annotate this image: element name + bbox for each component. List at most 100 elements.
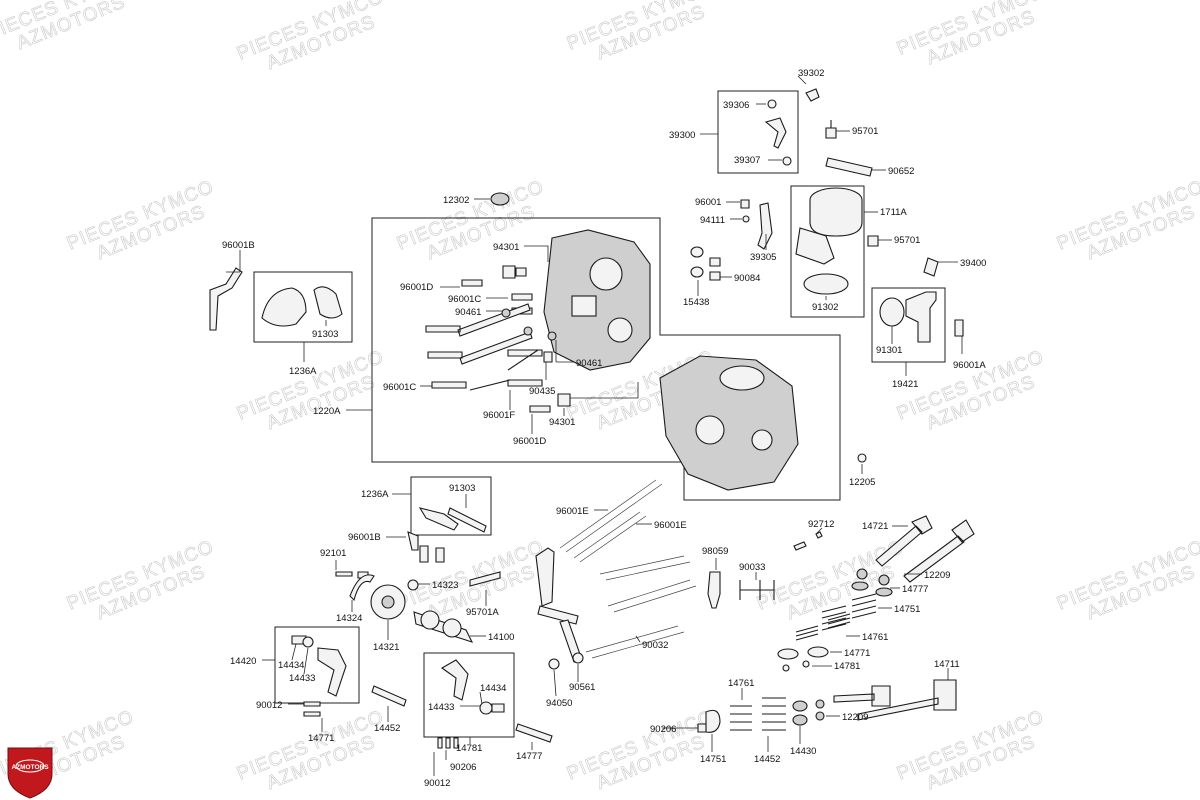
- bolt-95701b: [867, 235, 879, 247]
- callout-14721: 14721: [862, 521, 888, 532]
- callout-96001D-bot: 96001D: [513, 436, 546, 447]
- part-drawings: [209, 88, 975, 749]
- valve-14721-b: [903, 519, 975, 583]
- assembly-boxes: [253, 90, 946, 738]
- oring-91302: [803, 273, 849, 295]
- box-1236A-top: [253, 271, 353, 343]
- gasket-91303-top: [313, 286, 343, 319]
- nut-90084: [709, 257, 721, 281]
- dowel-94301: [557, 393, 571, 407]
- plug-98059: [707, 571, 721, 609]
- callout-96001D-top: 96001D: [400, 282, 433, 293]
- plug-12205: [857, 453, 867, 463]
- callout-90652: 90652: [888, 166, 914, 177]
- callout-labels: 39302 39306 39300 95701 39307 90652 1230…: [222, 68, 986, 789]
- port-a: [589, 257, 623, 291]
- callout-15438: 15438: [683, 297, 709, 308]
- box-19421: [871, 287, 946, 363]
- oring-15438-a: [690, 246, 704, 258]
- callout-91303-bot: 91303: [449, 483, 475, 494]
- callout-14323: 14323: [432, 580, 458, 591]
- callout-90033: 90033: [739, 562, 765, 573]
- keeper-12209-d: [815, 711, 825, 721]
- cover-1236A-bot: [418, 507, 459, 531]
- callout-14420: 14420: [230, 656, 256, 667]
- callout-90206-b: 90206: [450, 762, 476, 773]
- callout-14452-a: 14452: [374, 723, 400, 734]
- callout-90435: 90435: [529, 386, 555, 397]
- sensor-39400: [923, 257, 939, 277]
- callout-94301-bot: 94301: [549, 417, 575, 428]
- callout-1236A-top: 1236A: [289, 366, 317, 377]
- callout-14100: 14100: [488, 632, 514, 643]
- hose-90652: [825, 157, 873, 177]
- callout-39302: 39302: [798, 68, 824, 79]
- callout-14777-b: 14430: [790, 746, 816, 757]
- port-c: [571, 295, 597, 317]
- spring-14761-b: [827, 613, 851, 629]
- washer-90461-a: [501, 308, 511, 318]
- bolts-96001B-top: [209, 267, 243, 331]
- retainer-14777-a: [851, 581, 869, 591]
- shaft-14452-b: [515, 723, 553, 743]
- leader-lines: [226, 75, 963, 776]
- pins-90012-a: [303, 701, 321, 717]
- leader-14433-a: [303, 647, 309, 675]
- leader-39302: [797, 75, 807, 85]
- callout-14433-a: 14433: [289, 673, 315, 684]
- seal-12302: [490, 192, 510, 206]
- guide-14324: [349, 574, 375, 602]
- callout-94111: 94111: [700, 215, 725, 226]
- bolts-96001B-bot: [407, 531, 445, 563]
- box-39300: [717, 90, 799, 174]
- rocker-14430: [440, 659, 469, 701]
- retainer-14777-c: [792, 700, 808, 712]
- leader-14434-b: [479, 691, 483, 705]
- callout-14321: 14321: [373, 642, 399, 653]
- logo-swoosh-icon: [15, 759, 45, 773]
- callout-12209-a: 12209: [924, 570, 950, 581]
- oring-39306: [767, 99, 777, 109]
- bolt-95701a: [825, 120, 837, 139]
- box-1220A: [371, 217, 841, 501]
- callout-39305: 39305: [750, 252, 776, 263]
- pins-90012-b: [437, 737, 459, 749]
- washer-90461-c: [547, 331, 557, 341]
- bolt-14323: [407, 579, 419, 591]
- washer-94050: [548, 658, 560, 670]
- injector-drawing: [764, 117, 787, 149]
- leader-94301-top: [524, 245, 549, 262]
- shield-icon: [7, 747, 53, 799]
- washer-90435: [543, 351, 553, 363]
- valve-14721-a: [875, 515, 933, 567]
- callout-14761-a: 14761: [862, 632, 888, 643]
- callout-19421: 19421: [892, 379, 918, 390]
- washer-90461-b: [523, 326, 533, 336]
- shaft-14434-b: [491, 703, 505, 713]
- cylinder-head-upper: [543, 229, 651, 371]
- callout-14433-b: 14433: [428, 702, 454, 713]
- spring-14761-c: [730, 705, 752, 731]
- seat-14771-b: [807, 646, 829, 658]
- callout-39400: 39400: [960, 258, 986, 269]
- oring-39307: [782, 156, 792, 166]
- callout-91302: 91302: [812, 302, 838, 313]
- callout-94301-top: 94301: [493, 242, 519, 253]
- callout-14434-b: 14434: [480, 683, 506, 694]
- callout-90032: 90032: [642, 640, 668, 651]
- cover-1236A-top: [261, 287, 307, 327]
- callout-91301: 91301: [876, 345, 902, 356]
- spring-14761-a: [795, 625, 819, 641]
- seat-14771-a: [777, 648, 799, 660]
- callout-1711A: 1711A: [880, 207, 907, 218]
- sprocket-hub: [381, 595, 395, 609]
- callout-96001A: 96001A: [953, 360, 986, 371]
- bolts-96001C: [425, 303, 533, 389]
